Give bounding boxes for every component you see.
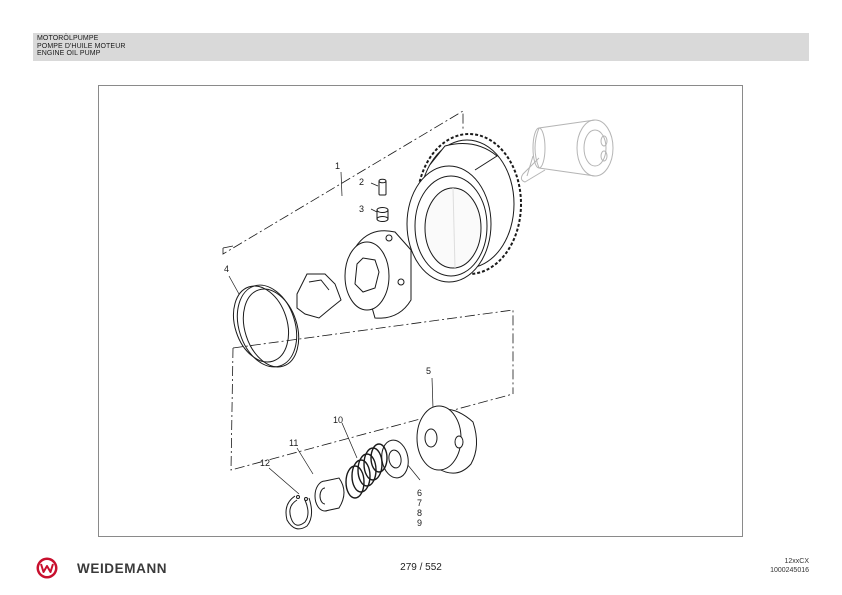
assembly-bracket-upper (222, 110, 464, 255)
leader-lines (228, 171, 434, 495)
inner-rotor (296, 273, 342, 319)
callout-8: 8 (417, 508, 422, 518)
callout-7: 7 (417, 498, 422, 508)
header-titles: MOTORÖLPUMPE POMPE D'HUILE MOTEUR ENGINE… (37, 35, 126, 58)
document-codes: 12xxCX 1000245016 (770, 558, 809, 575)
ghost-shaft (520, 119, 614, 183)
washer-part-6 (381, 439, 409, 479)
title-french: POMPE D'HUILE MOTEUR (37, 42, 126, 50)
assembly-bracket-lower (230, 309, 514, 471)
bushing-part-3 (376, 207, 389, 222)
model-code: 12xxCX (784, 558, 809, 565)
callout-12: 12 (260, 458, 270, 468)
weidemann-logo-icon (36, 557, 58, 579)
title-english: ENGINE OIL PUMP (37, 50, 101, 58)
snap-ring-part-12 (285, 495, 313, 530)
callout-1: 1 (335, 161, 340, 171)
doc-number: 1000245016 (770, 566, 809, 574)
callout-2: 2 (359, 177, 364, 187)
o-ring-part-4 (232, 284, 300, 368)
cover-plate-part-5 (416, 405, 477, 474)
exploded-view-diagram: 1 2 3 4 5 6 7 8 9 10 11 12 (222, 110, 614, 530)
title-german: MOTORÖLPUMPE (37, 35, 99, 42)
spring-part-10 (345, 443, 388, 499)
brand-name: WEIDEMANN (77, 561, 168, 576)
callout-11: 11 (289, 438, 298, 448)
bracket-tick (222, 245, 234, 249)
page-number: 279 / 552 (400, 562, 442, 573)
callout-9: 9 (417, 518, 422, 528)
callout-6: 6 (417, 488, 422, 498)
valve-piston-part-11 (314, 477, 345, 512)
drive-gear (406, 133, 522, 283)
callout-10: 10 (333, 415, 343, 425)
callout-3: 3 (359, 204, 364, 214)
pin-part-2 (378, 178, 387, 196)
callout-5: 5 (426, 366, 431, 376)
header-band: MOTORÖLPUMPE POMPE D'HUILE MOTEUR ENGINE… (33, 33, 809, 61)
parts-diagram-frame: 1 2 3 4 5 6 7 8 9 10 11 12 (98, 85, 743, 537)
outer-rotor (344, 230, 412, 319)
callout-4: 4 (224, 264, 229, 274)
